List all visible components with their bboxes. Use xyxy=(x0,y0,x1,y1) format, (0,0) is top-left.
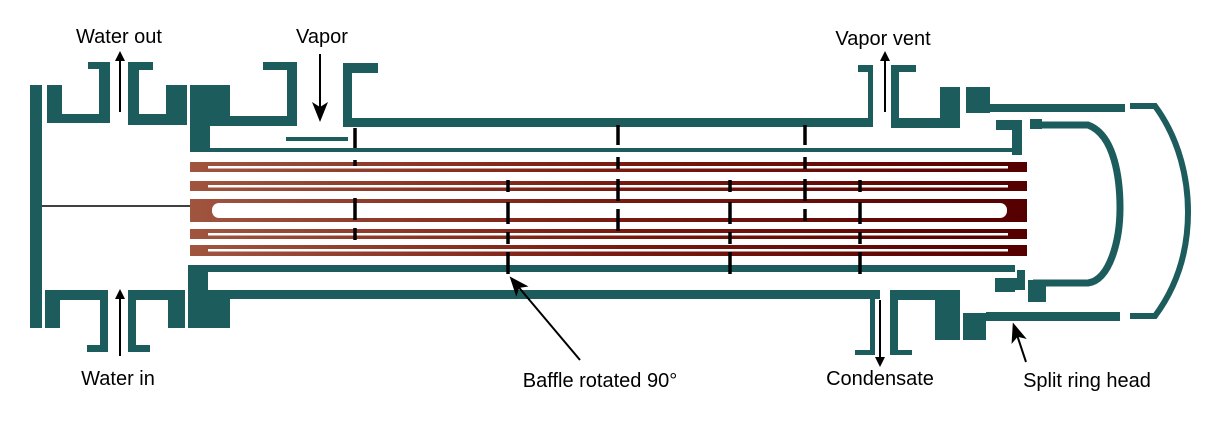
impingement-plate xyxy=(286,137,348,141)
label-vapor: Vapor xyxy=(296,26,348,48)
shell-cover xyxy=(1130,103,1192,319)
baffle-pointer-arrow-icon xyxy=(509,276,581,361)
floating-head-cover xyxy=(1033,121,1124,287)
tube-bundle xyxy=(190,162,1027,256)
label-baffle: Baffle rotated 90° xyxy=(523,370,677,392)
channel-head xyxy=(30,62,297,352)
label-vapor-vent: Vapor vent xyxy=(835,28,931,50)
split-ring-pointer-arrow-icon xyxy=(1011,322,1027,363)
shell xyxy=(190,63,1125,355)
baffles xyxy=(353,125,862,282)
label-water-out: Water out xyxy=(76,26,162,48)
label-split-ring-head: Split ring head xyxy=(1023,370,1151,392)
label-condensate: Condensate xyxy=(826,368,934,390)
label-water-in: Water in xyxy=(81,368,155,390)
